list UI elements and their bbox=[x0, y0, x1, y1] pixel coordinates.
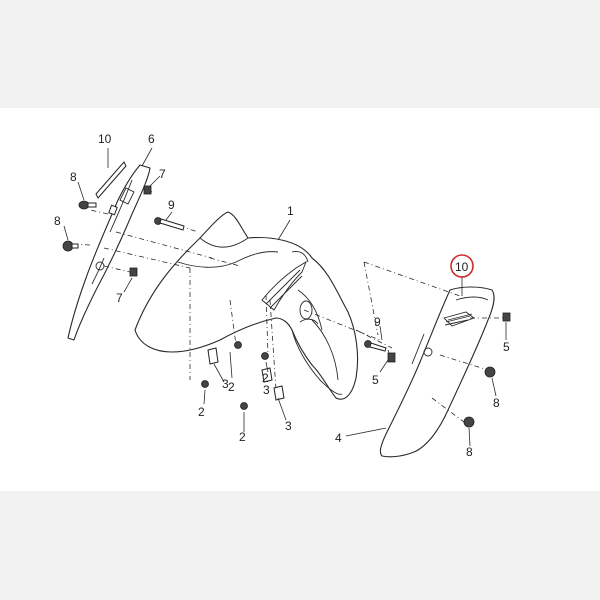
callout-3-c[interactable]: 3 bbox=[285, 419, 292, 433]
callout-8-mid-left[interactable]: 8 bbox=[54, 214, 61, 228]
callout-9-lower[interactable]: 9 bbox=[374, 315, 381, 329]
screw-2-c[interactable] bbox=[261, 352, 269, 360]
callout-3-b[interactable]: 3 bbox=[263, 383, 270, 397]
nut-7-lower[interactable] bbox=[129, 267, 138, 277]
callout-8-top-left[interactable]: 8 bbox=[70, 170, 77, 184]
screw-2-a[interactable] bbox=[234, 341, 242, 349]
clip-3-c[interactable] bbox=[273, 385, 285, 401]
callout-7-lower[interactable]: 7 bbox=[116, 291, 123, 305]
callout-2-c[interactable]: 2 bbox=[262, 371, 269, 385]
callout-2-a[interactable]: 2 bbox=[228, 380, 235, 394]
emblem-10-left[interactable] bbox=[95, 161, 127, 199]
screw-8-right-lower[interactable] bbox=[463, 416, 475, 428]
nut-5-right[interactable] bbox=[502, 312, 511, 322]
bolt-9-upper[interactable] bbox=[154, 217, 185, 231]
callout-3-a[interactable]: 3 bbox=[222, 377, 229, 391]
screw-2-d[interactable] bbox=[240, 402, 248, 410]
callout-7-upper[interactable]: 7 bbox=[159, 167, 166, 181]
callout-9-upper[interactable]: 9 bbox=[168, 198, 175, 212]
highlight-ring bbox=[450, 254, 474, 278]
screw-8-top-left[interactable] bbox=[78, 200, 97, 210]
right-side-cover-part-4[interactable] bbox=[379, 286, 495, 458]
callout-5-center[interactable]: 5 bbox=[372, 373, 379, 387]
callout-8-right-upper[interactable]: 8 bbox=[493, 396, 500, 410]
front-fender-part-1[interactable] bbox=[134, 211, 359, 400]
screw-2-b[interactable] bbox=[201, 380, 209, 388]
callout-5-right[interactable]: 5 bbox=[503, 340, 510, 354]
callout-10-left[interactable]: 10 bbox=[98, 132, 112, 146]
leader-lines bbox=[63, 147, 507, 447]
callout-10-right[interactable]: 10 bbox=[455, 260, 469, 274]
callout-2-b[interactable]: 2 bbox=[198, 405, 205, 419]
nut-7-upper[interactable] bbox=[143, 185, 152, 195]
bolt-9-lower[interactable] bbox=[364, 340, 387, 352]
callout-labels: 10 6 7 8 9 8 1 7 10 9 5 5 2 3 2 3 2 3 2 … bbox=[54, 132, 510, 459]
callout-8-right-lower[interactable]: 8 bbox=[466, 445, 473, 459]
callout-4[interactable]: 4 bbox=[335, 431, 342, 445]
left-side-cover-part-6[interactable] bbox=[67, 164, 151, 341]
callout-6[interactable]: 6 bbox=[148, 132, 155, 146]
nut-5-center[interactable] bbox=[387, 352, 396, 363]
screw-8-mid-left[interactable] bbox=[62, 240, 79, 252]
callout-2-d[interactable]: 2 bbox=[239, 430, 246, 444]
callout-1[interactable]: 1 bbox=[287, 204, 294, 218]
screw-8-right-upper[interactable] bbox=[484, 366, 496, 378]
clip-3-a[interactable] bbox=[207, 347, 219, 365]
